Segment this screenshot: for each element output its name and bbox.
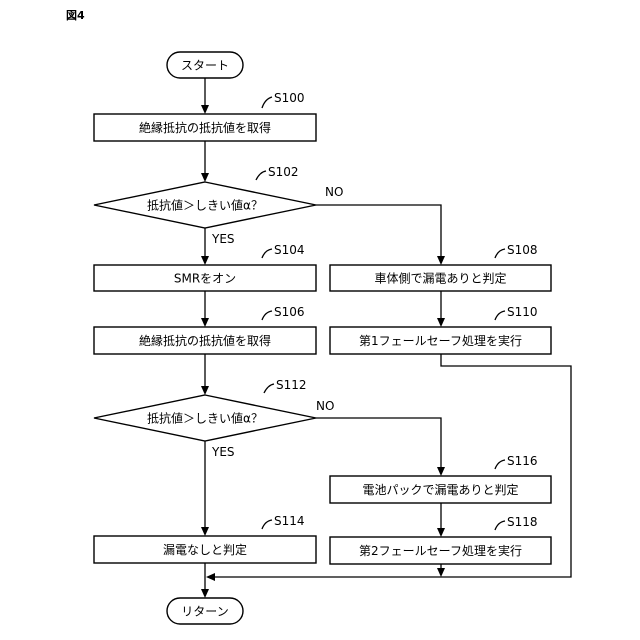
step-s114-label: 漏電なしと判定: [163, 542, 247, 557]
decision-s112-label: 抵抗値＞しきい値α？: [147, 411, 263, 426]
decision-s102-label: 抵抗値＞しきい値α？: [147, 198, 263, 213]
figure-label: 図4: [66, 8, 85, 22]
start-label: スタート: [181, 59, 229, 73]
step-s106-leader: [262, 311, 272, 320]
start-terminal: スタート: [167, 52, 243, 78]
decision-s112-number: S112: [276, 378, 307, 392]
decision-s112: S112 抵抗値＞しきい値α？ NO YES: [94, 378, 334, 459]
step-s118-number: S118: [507, 515, 538, 529]
step-s106-number: S106: [274, 305, 305, 319]
return-label: リターン: [181, 605, 228, 619]
step-s108-leader: [495, 249, 505, 258]
step-s114-number: S114: [274, 514, 305, 528]
decision-s112-leader: [264, 384, 274, 393]
step-s100-label: 絶縁抵抗の抵抗値を取得: [139, 120, 271, 135]
step-s100-leader: [262, 97, 272, 108]
decision-s102: S102 抵抗値＞しきい値α？ NO YES: [94, 165, 343, 246]
decision-s112-yes: YES: [211, 445, 235, 459]
decision-s102-number: S102: [268, 165, 299, 179]
step-s104-number: S104: [274, 243, 305, 257]
step-s116-number: S116: [507, 454, 538, 468]
decision-s102-yes: YES: [211, 232, 235, 246]
step-s110-label: 第1フェールセーフ処理を実行: [359, 333, 522, 348]
step-s118-leader: [495, 521, 505, 530]
return-terminal: リターン: [167, 598, 243, 624]
step-s118-label: 第2フェールセーフ処理を実行: [359, 543, 522, 558]
step-s116-label: 電池パックで漏電ありと判定: [362, 482, 518, 497]
step-s104-label: SMRをオン: [174, 272, 236, 286]
step-s106-label: 絶縁抵抗の抵抗値を取得: [139, 333, 271, 348]
step-s100-number: S100: [274, 91, 305, 105]
step-s104-leader: [262, 249, 272, 258]
decision-s102-leader: [256, 171, 266, 180]
step-s108-label: 車体側で漏電ありと判定: [374, 271, 506, 286]
step-s114-leader: [262, 520, 272, 529]
decision-s112-no: NO: [316, 399, 334, 413]
step-s110-leader: [495, 311, 505, 320]
step-s116-leader: [495, 460, 505, 469]
step-s110-number: S110: [507, 305, 538, 319]
step-s108-number: S108: [507, 243, 538, 257]
decision-s102-no: NO: [325, 185, 343, 199]
